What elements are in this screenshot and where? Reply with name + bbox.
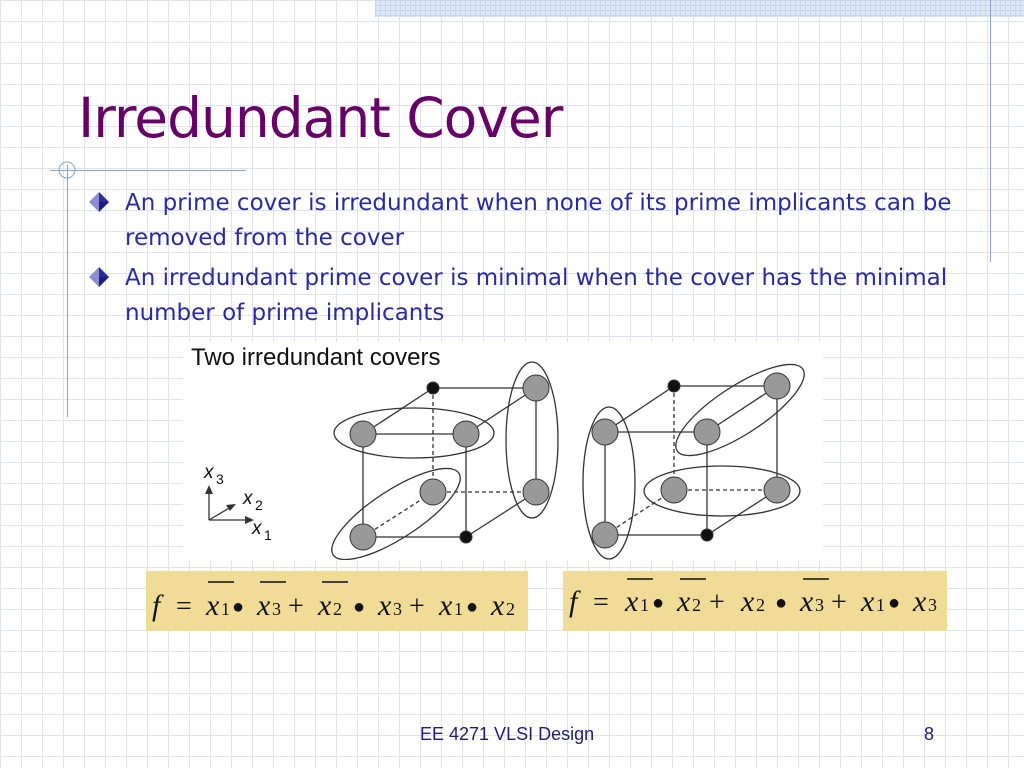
term2-var-b: x [799, 585, 814, 618]
decorative-vertical-line-left [67, 165, 68, 417]
title-underline [50, 170, 246, 171]
cube-diagrams: x 3 x 2 x 1 [203, 361, 805, 560]
term2-sub-a: 2 [756, 595, 765, 615]
formula-lhs: f [569, 585, 581, 618]
plus-2: + [409, 591, 425, 622]
formula-left-expression: f = x 1 ● x 3 + x 2 ● x 3 + x 1 ● x 2 [152, 581, 515, 622]
bullet-item: An prime cover is irredundant when none … [88, 186, 968, 256]
axis-label-x2: x [242, 488, 254, 509]
term2-var-a: x [740, 585, 755, 618]
axis-label-x1-sub: 1 [264, 527, 272, 543]
term2-dot: ● [353, 596, 365, 618]
axis-label-x3: x [203, 462, 215, 483]
term1-var-b: x [256, 589, 271, 622]
formula-right: f = x 1 ● x 2 + x 2 ● x 3 + x 1 ● x 3 [563, 571, 947, 631]
plus-1: + [288, 591, 304, 622]
bullet-item: An irredundant prime cover is minimal wh… [88, 261, 968, 331]
term3-dot: ● [888, 592, 900, 614]
term1-dot: ● [652, 592, 664, 614]
decorative-vertical-line-right [990, 0, 991, 262]
axis-label-x2-sub: 2 [255, 497, 263, 513]
term3-dot: ● [466, 596, 478, 618]
bullet-text: An prime cover is irredundant when none … [125, 190, 952, 251]
term1-dot: ● [232, 596, 244, 618]
figure-caption: Two irredundant covers [191, 344, 441, 371]
term2-sub-b: 3 [815, 595, 824, 615]
formula-lhs: f [152, 589, 164, 622]
formula-equals: = [593, 587, 609, 618]
term3-sub-a: 1 [876, 595, 885, 615]
plus-2: + [831, 587, 847, 618]
term1-var-a: x [205, 589, 220, 622]
page-number: 8 [924, 724, 935, 744]
top-decoration-band [375, 0, 1024, 17]
crosshair-icon [58, 161, 76, 179]
term3-sub-b: 3 [928, 595, 937, 615]
bullet-text: An irredundant prime cover is minimal wh… [125, 265, 948, 326]
term2-dot: ● [775, 592, 787, 614]
term1-sub-a: 1 [640, 595, 649, 615]
term3-var-a: x [860, 585, 875, 618]
term1-sub-b: 2 [692, 595, 701, 615]
term1-sub-a: 1 [221, 599, 230, 619]
diamond-bullet-icon [89, 192, 109, 212]
slide-title: Irredundant Cover [78, 86, 563, 150]
cube-cover-figure: x 3 x 2 x 1 Two irredundant covers [183, 342, 823, 560]
term1-var-b: x [676, 585, 691, 618]
term2-sub-a: 2 [333, 599, 342, 619]
axis-label-x3-sub: 3 [216, 471, 224, 487]
term3-var-b: x [490, 589, 505, 622]
term1-sub-b: 3 [272, 599, 281, 619]
formula-left: f = x 1 ● x 3 + x 2 ● x 3 + x 1 ● x 2 [146, 571, 528, 631]
term3-var-b: x [912, 585, 927, 618]
term2-var-a: x [317, 589, 332, 622]
plus-1: + [709, 587, 725, 618]
formula-right-expression: f = x 1 ● x 2 + x 2 ● x 3 + x 1 ● x 3 [569, 578, 937, 618]
term2-var-b: x [377, 589, 392, 622]
diamond-bullet-icon [89, 267, 109, 287]
term1-var-a: x [624, 585, 639, 618]
axis-label-x1: x [251, 518, 263, 539]
term3-sub-a: 1 [454, 599, 463, 619]
slide-footer: EE 4271 VLSI Design [420, 724, 595, 744]
term3-sub-b: 2 [506, 599, 515, 619]
bullet-list: An prime cover is irredundant when none … [88, 186, 968, 336]
term3-var-a: x [438, 589, 453, 622]
term2-sub-b: 3 [393, 599, 402, 619]
formula-equals: = [176, 591, 192, 622]
